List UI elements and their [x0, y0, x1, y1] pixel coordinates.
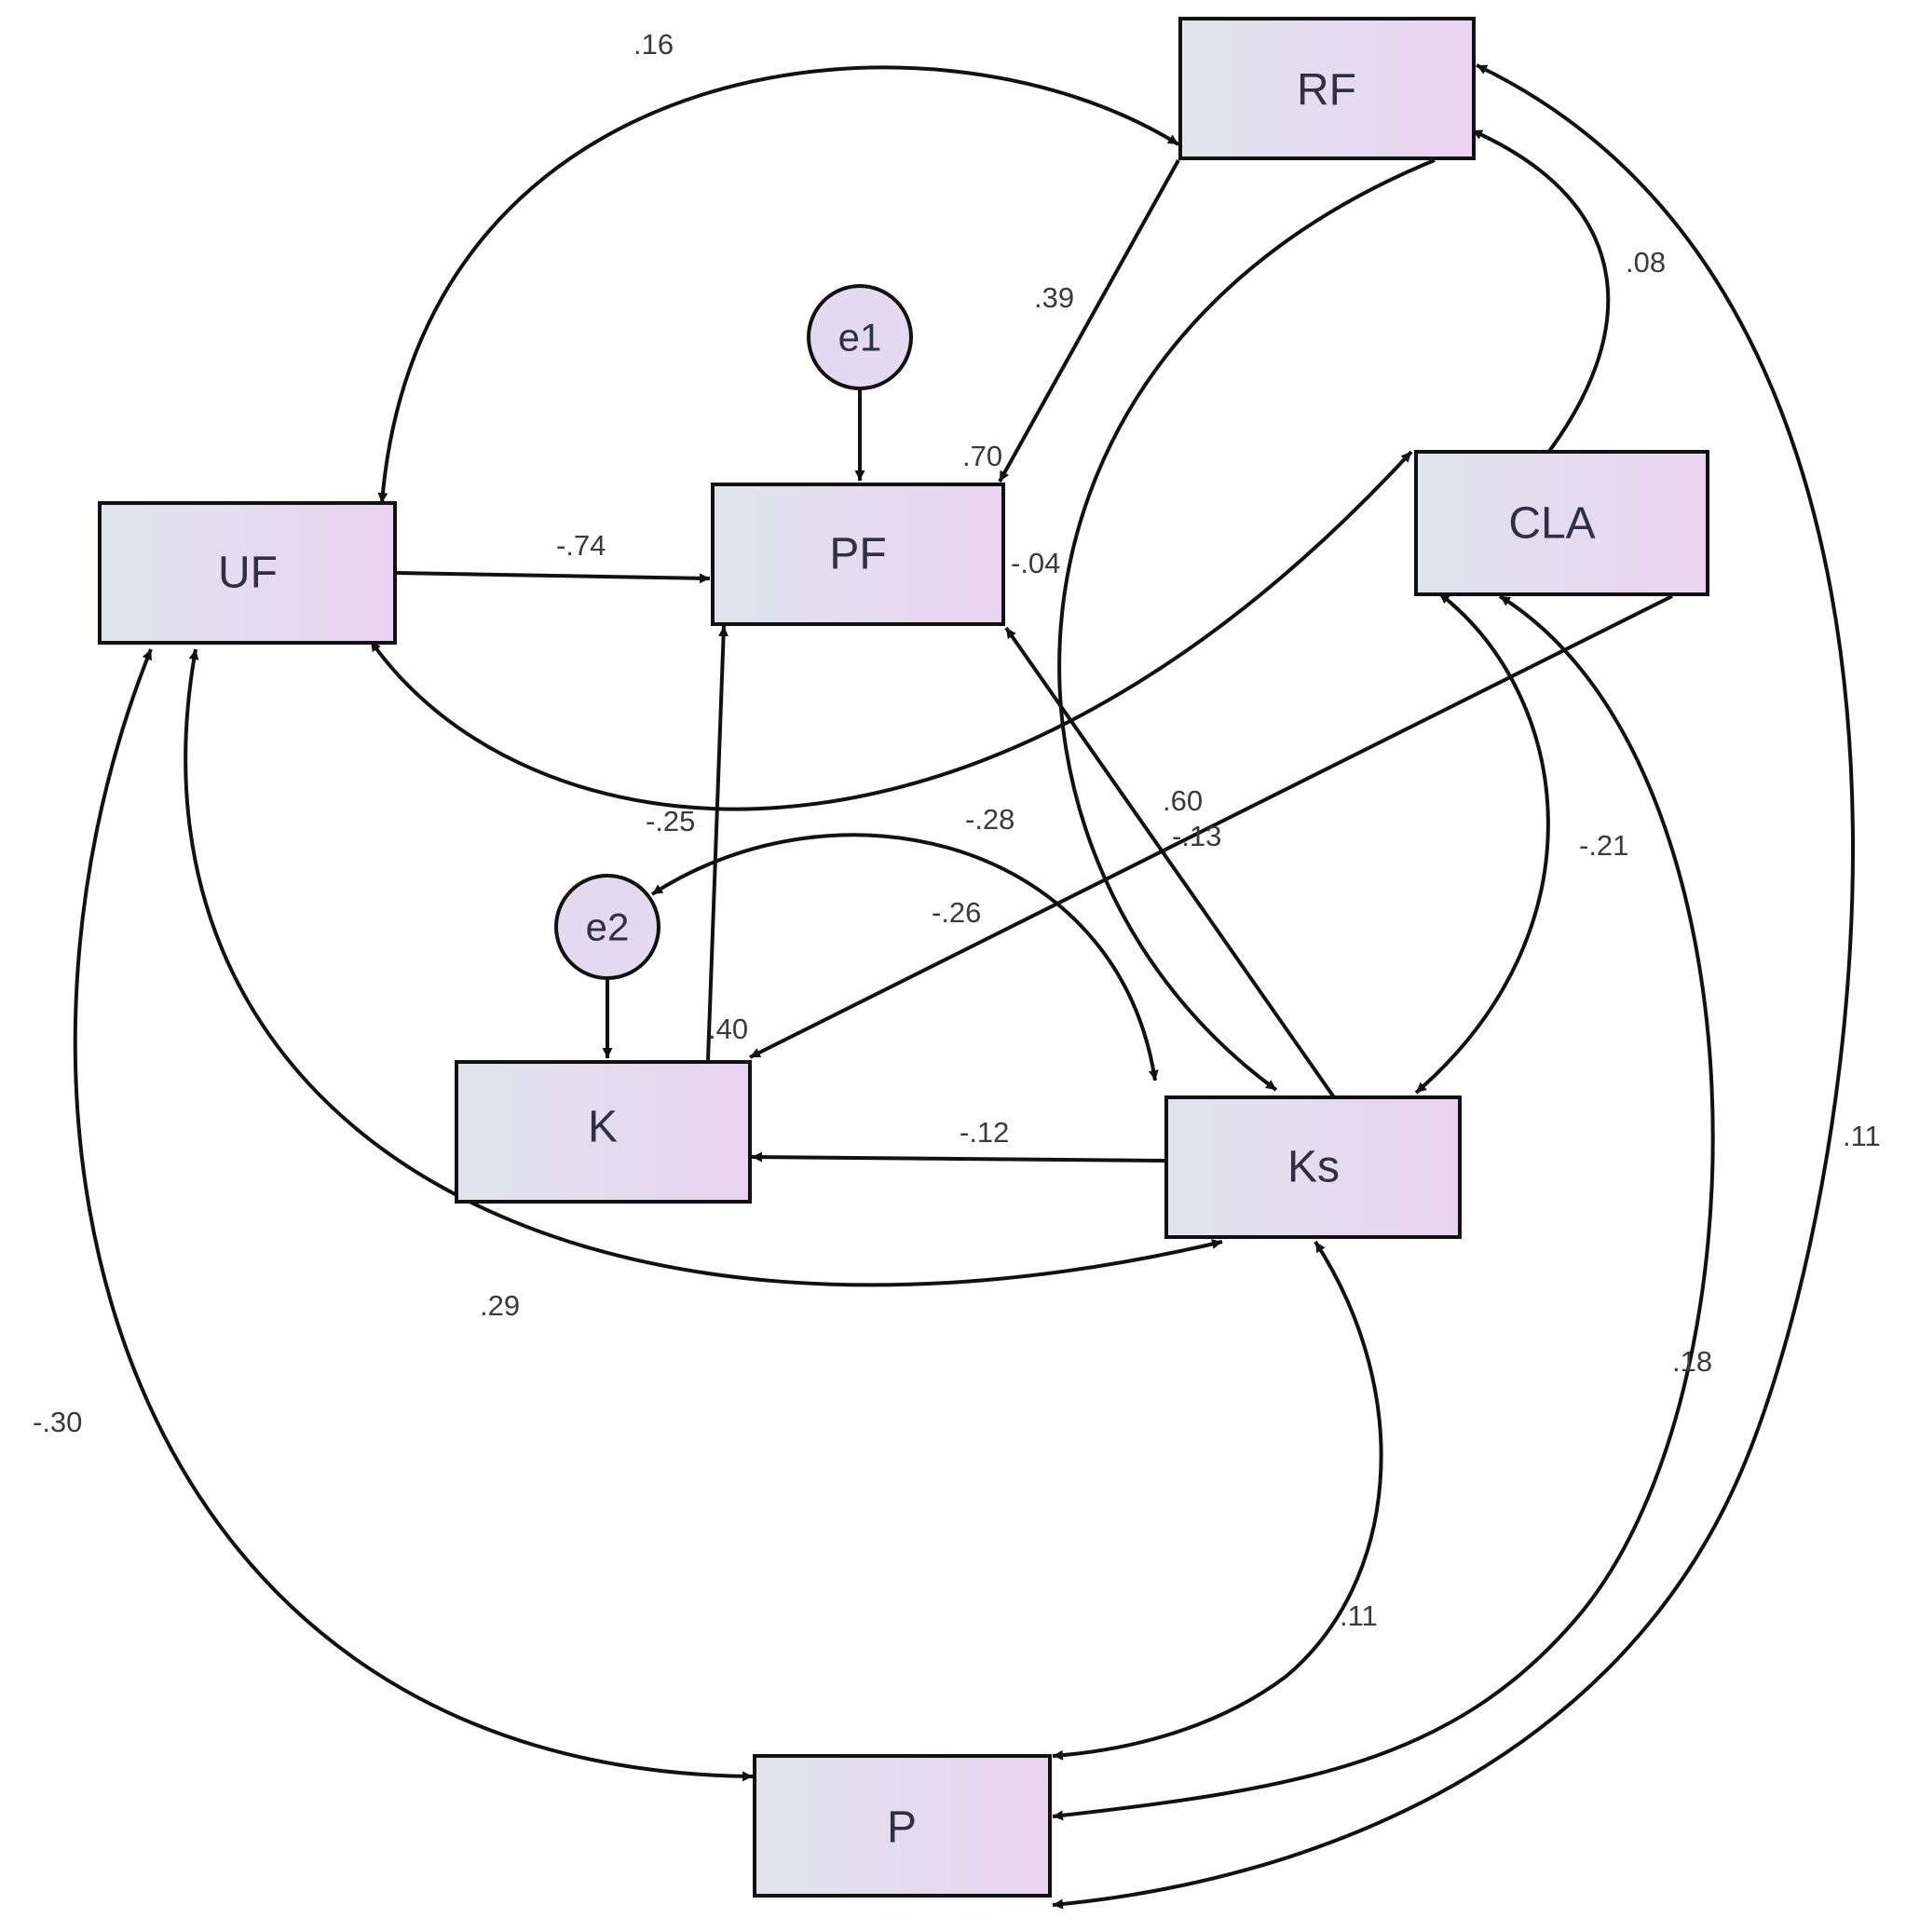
p-box — [753, 1754, 1052, 1898]
path-cla-k — [749, 594, 1673, 1059]
coef-cla-k: -.13 — [1172, 820, 1221, 852]
uf-box — [98, 501, 397, 645]
cov-uf-p — [73, 648, 754, 1782]
edges — [73, 63, 1856, 1910]
node-ks: Ks — [1164, 1095, 1462, 1239]
path-ks-k — [751, 1151, 1167, 1163]
coef-rf-ks: .60 — [1163, 784, 1203, 817]
coef-pf-r2: .70 — [962, 440, 1002, 472]
node-e1: e1 — [807, 284, 913, 390]
coefficient-labels: .16 .08 .39 .70 -.74 -.04 -.25 -.28 .60 … — [33, 28, 1881, 1632]
coef-cla-p: .18 — [1672, 1345, 1712, 1378]
coef-k-ks: -.28 — [965, 803, 1014, 836]
coef-uf-rf: .16 — [633, 28, 674, 61]
coef-uf-ks: .29 — [480, 1289, 520, 1322]
ks-label: Ks — [1287, 1143, 1340, 1192]
rf-label: RF — [1297, 66, 1356, 116]
ks-box — [1164, 1095, 1462, 1239]
e2-label: e2 — [586, 905, 630, 949]
coef-uf-pf: -.74 — [556, 529, 606, 562]
cla-box — [1414, 450, 1709, 596]
cov-ks-p — [1052, 1240, 1383, 1761]
cov-rf-p — [1052, 63, 1856, 1910]
coef-rf-p: .11 — [1843, 1120, 1881, 1152]
e2-circle — [554, 874, 660, 980]
cov-rf-cla — [1471, 129, 1611, 463]
node-uf: UF — [98, 501, 397, 645]
coef-uf-p: -.30 — [33, 1406, 82, 1438]
cov-cla-p — [1052, 594, 1715, 1821]
cla-label: CLA — [1508, 499, 1595, 549]
e1-label: e1 — [838, 316, 882, 360]
node-e2: e2 — [554, 874, 660, 980]
rf-box — [1178, 17, 1476, 160]
node-cla: CLA — [1414, 450, 1709, 596]
coef-cla-ks: -.21 — [1579, 829, 1628, 862]
coef-ks-k: -.12 — [960, 1116, 1009, 1149]
path-ks-pf — [1004, 626, 1336, 1099]
node-p: P — [753, 1754, 1052, 1898]
coef-k-pf: .40 — [708, 1013, 748, 1045]
k-label: K — [588, 1103, 618, 1152]
path-rf-ks — [1057, 158, 1436, 1092]
coef-ks-p: .11 — [1340, 1599, 1378, 1632]
node-k: K — [455, 1060, 752, 1204]
coef-cla-pf: -.04 — [1011, 547, 1060, 579]
path-uf-pf — [396, 571, 711, 584]
node-rf: RF — [1178, 17, 1476, 160]
coef-rf-pf: .39 — [1034, 281, 1074, 314]
coef-uf-k: -.25 — [646, 805, 695, 837]
uf-label: UF — [218, 549, 278, 598]
coef-uf-cla: -.26 — [932, 896, 981, 929]
pf-label: PF — [829, 530, 886, 579]
path-rf-pf — [998, 159, 1180, 483]
path-k-pf — [706, 625, 729, 1061]
k-box — [455, 1060, 752, 1204]
e1-circle — [807, 284, 913, 390]
coef-rf-cla: .08 — [1626, 246, 1666, 279]
node-pf: PF — [711, 483, 1005, 626]
pf-box — [711, 483, 1005, 626]
p-label: P — [887, 1803, 917, 1853]
